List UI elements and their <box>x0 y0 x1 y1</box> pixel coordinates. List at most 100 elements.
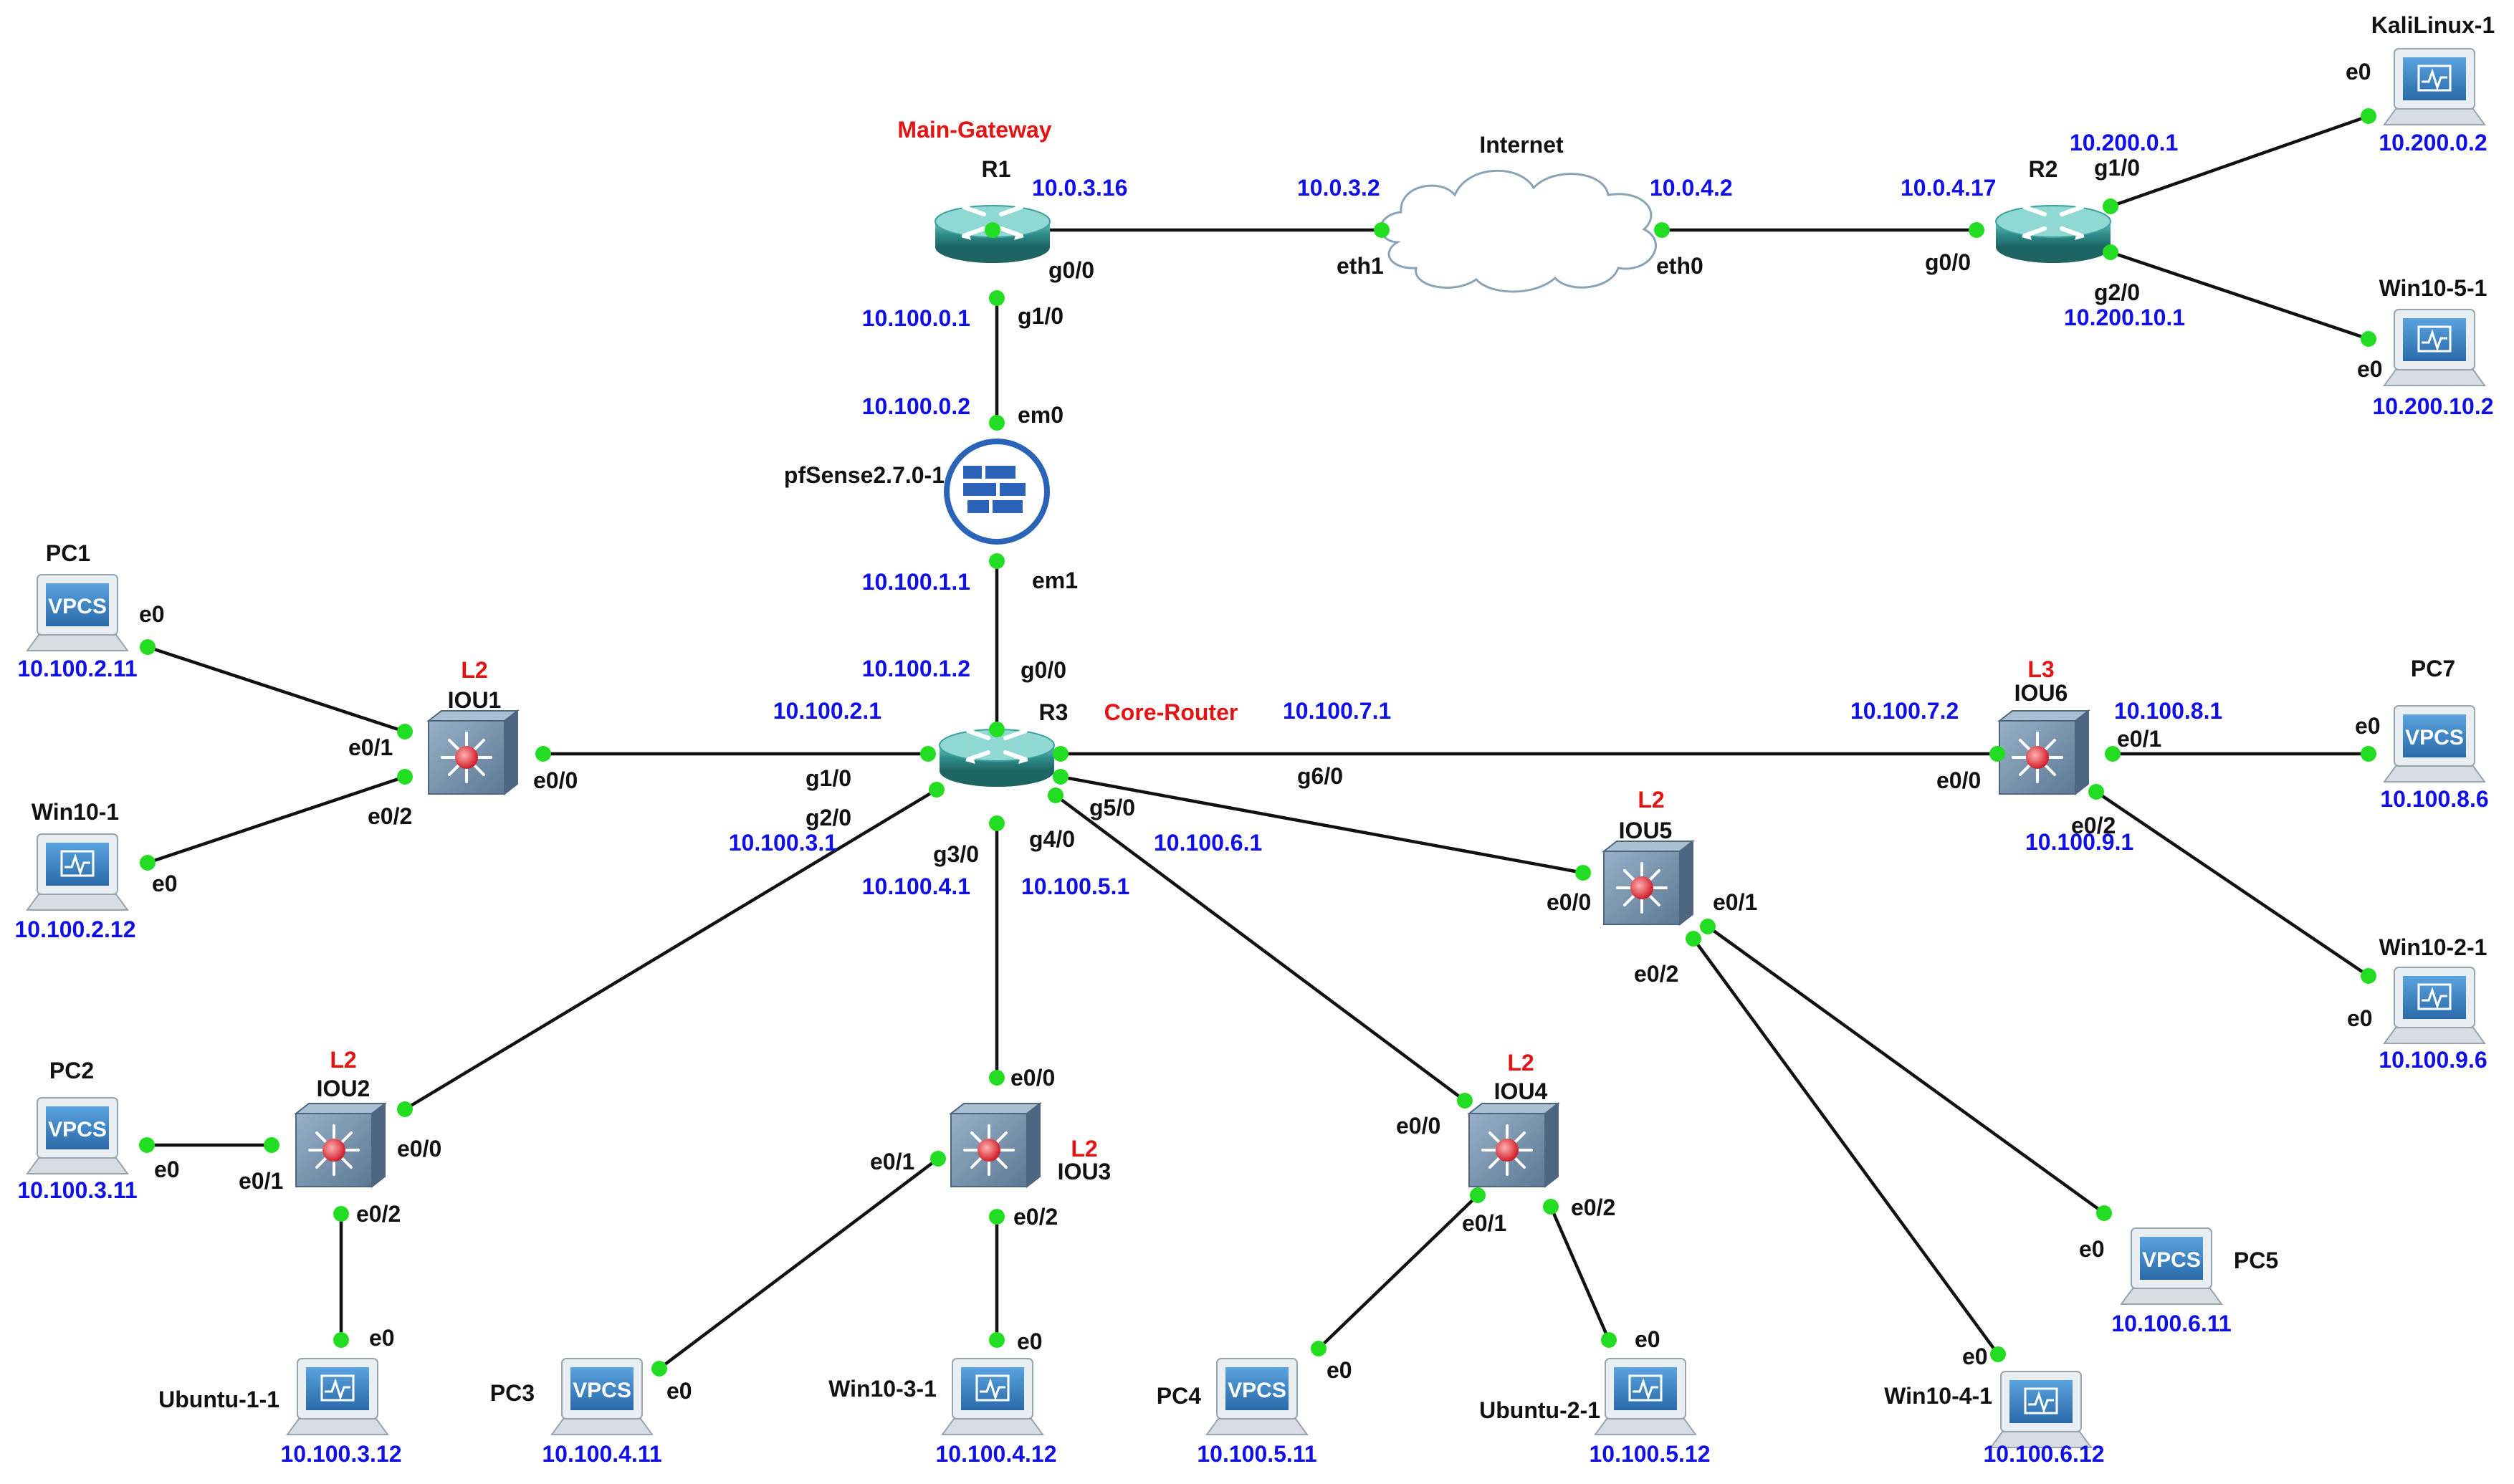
link-iou4-ubuntu2[interactable] <box>1549 1206 1611 1341</box>
ip-label: 10.100.0.1 <box>862 305 970 331</box>
annotation-core-router: Core-Router <box>1104 699 1238 725</box>
switch-iou5[interactable] <box>1602 840 1694 926</box>
ip-label: 10.100.9.1 <box>2025 829 2133 855</box>
label-kali: KaliLinux-1 <box>2371 12 2495 38</box>
link-iou1-win10-1[interactable] <box>147 775 406 865</box>
firewall-pfsense[interactable] <box>944 439 1050 545</box>
label-ubuntu1: Ubuntu-1-1 <box>158 1387 279 1412</box>
ip-label: 10.200.10.1 <box>2064 305 2185 330</box>
port-label: e0 <box>666 1378 692 1404</box>
host-win10-4[interactable] <box>1989 1370 2093 1449</box>
label-pc2: PC2 <box>49 1058 94 1083</box>
port-label: e0 <box>1017 1329 1043 1354</box>
vpcs-pc5[interactable] <box>2121 1227 2222 1305</box>
switch-iou2[interactable] <box>295 1102 386 1188</box>
label-ubuntu2: Ubuntu-2-1 <box>1479 1397 1600 1423</box>
label-pc1: PC1 <box>46 540 90 566</box>
host-ip-win10-5: 10.200.10.2 <box>2372 393 2493 419</box>
port-label: e0/2 <box>1634 961 1678 987</box>
annotation-iou2-layer: L2 <box>330 1047 356 1073</box>
link-iou6-win10-2[interactable] <box>2095 790 2370 977</box>
port-label: e0/1 <box>870 1149 914 1174</box>
host-ip-kali: 10.200.0.2 <box>2379 130 2487 155</box>
host-win10-2[interactable] <box>2383 966 2486 1045</box>
switch-iou4[interactable] <box>1468 1102 1559 1188</box>
link-iou4-pc4[interactable] <box>1317 1194 1479 1350</box>
host-ip-win10-2: 10.100.9.6 <box>2379 1047 2487 1073</box>
port-label: e0/0 <box>1547 889 1591 915</box>
ip-label: 10.100.0.2 <box>862 393 970 419</box>
port-label: eth0 <box>1656 253 1703 279</box>
host-ip-win10-4: 10.100.6.12 <box>1983 1441 2104 1467</box>
label-win10-5: Win10-5-1 <box>2379 275 2487 301</box>
host-win10-1[interactable] <box>26 833 129 911</box>
link-r3-iou5[interactable] <box>1060 775 1584 875</box>
link-iou3-pc3[interactable] <box>658 1157 940 1370</box>
port-label: g1/0 <box>806 765 851 791</box>
label-iou5: IOU5 <box>1619 818 1673 843</box>
link-r2-kali[interactable] <box>2110 114 2369 209</box>
host-ip-ubuntu2: 10.100.5.12 <box>1589 1441 1710 1467</box>
host-ip-pc5: 10.100.6.11 <box>2111 1311 2231 1336</box>
link-iou5-pc5[interactable] <box>1706 925 2106 1215</box>
interface-ip-labels: 10.0.3.16 10.0.3.2 10.0.4.2 10.0.4.17 10… <box>729 130 2223 899</box>
label-win10-2: Win10-2-1 <box>2379 934 2487 960</box>
host-win10-5[interactable] <box>2383 308 2486 387</box>
host-ubuntu2[interactable] <box>1594 1357 1697 1436</box>
host-kali[interactable] <box>2383 47 2486 126</box>
annotation-main-gateway: Main-Gateway <box>897 117 1051 143</box>
host-ip-labels: 10.200.0.2 10.200.10.2 10.100.2.11 10.10… <box>14 130 2493 1467</box>
port-label: e0/2 <box>1571 1195 1615 1220</box>
port-label: e0 <box>152 871 178 896</box>
port-label: g0/0 <box>1048 257 1094 283</box>
port-label: e0/0 <box>533 767 578 793</box>
port-label: e0/1 <box>239 1168 283 1194</box>
port-label: e0/2 <box>2071 813 2116 838</box>
link-r2-win10-5[interactable] <box>2110 250 2369 341</box>
port-labels: g0/0 eth1 eth0 g0/0 g1/0 e0 g2/0 e0 g1/0… <box>139 59 2383 1404</box>
vpcs-pc3[interactable] <box>551 1358 653 1435</box>
internet-cloud[interactable] <box>1380 169 1657 293</box>
port-label: e0 <box>2357 356 2383 382</box>
label-iou2: IOU2 <box>317 1076 371 1101</box>
port-label: em1 <box>1032 568 1078 593</box>
port-label: e0/0 <box>1396 1113 1440 1139</box>
host-win10-3[interactable] <box>941 1357 1044 1436</box>
label-r1: R1 <box>982 156 1011 182</box>
link-r3-iou2[interactable] <box>403 788 938 1111</box>
label-pc7: PC7 <box>2411 656 2455 681</box>
ip-label: 10.100.1.1 <box>862 569 970 595</box>
vpcs-pc7[interactable] <box>2384 705 2485 782</box>
port-label: em0 <box>1018 402 1064 428</box>
ip-label: 10.0.4.2 <box>1650 175 1733 201</box>
vpcs-pc4[interactable] <box>1206 1358 1308 1435</box>
switch-iou3[interactable] <box>950 1102 1041 1188</box>
vpcs-pc1[interactable] <box>27 574 128 651</box>
label-pc4: PC4 <box>1157 1383 1201 1409</box>
port-label: e0 <box>1962 1344 1988 1369</box>
label-iou6: IOU6 <box>2014 680 2068 706</box>
link-iou5-win10-4[interactable] <box>1692 937 1999 1356</box>
ip-label: 10.0.3.16 <box>1032 175 1127 201</box>
port-label: g6/0 <box>1297 763 1343 789</box>
port-label: e0/2 <box>356 1201 401 1227</box>
label-internet: Internet <box>1479 132 1564 158</box>
firewall-icon <box>963 466 1026 513</box>
cloud-icon <box>1380 169 1657 293</box>
port-label: e0 <box>154 1157 180 1182</box>
port-label: e0/2 <box>1013 1204 1058 1230</box>
port-label: e0/1 <box>1462 1210 1506 1236</box>
switch-iou6[interactable] <box>1998 709 2090 795</box>
vpcs-pc2[interactable] <box>27 1097 128 1174</box>
port-label: e0 <box>1327 1357 1352 1383</box>
router-r2[interactable] <box>1996 203 2111 263</box>
label-win10-3: Win10-3-1 <box>828 1376 937 1402</box>
link-r3-iou4[interactable] <box>1054 794 1466 1102</box>
switch-iou1[interactable] <box>427 709 519 795</box>
port-label: e0/0 <box>1010 1065 1055 1091</box>
port-label: e0/2 <box>368 803 412 829</box>
link-iou1-pc1[interactable] <box>147 645 406 734</box>
host-ubuntu1[interactable] <box>286 1357 389 1436</box>
port-label: e0 <box>369 1325 395 1351</box>
